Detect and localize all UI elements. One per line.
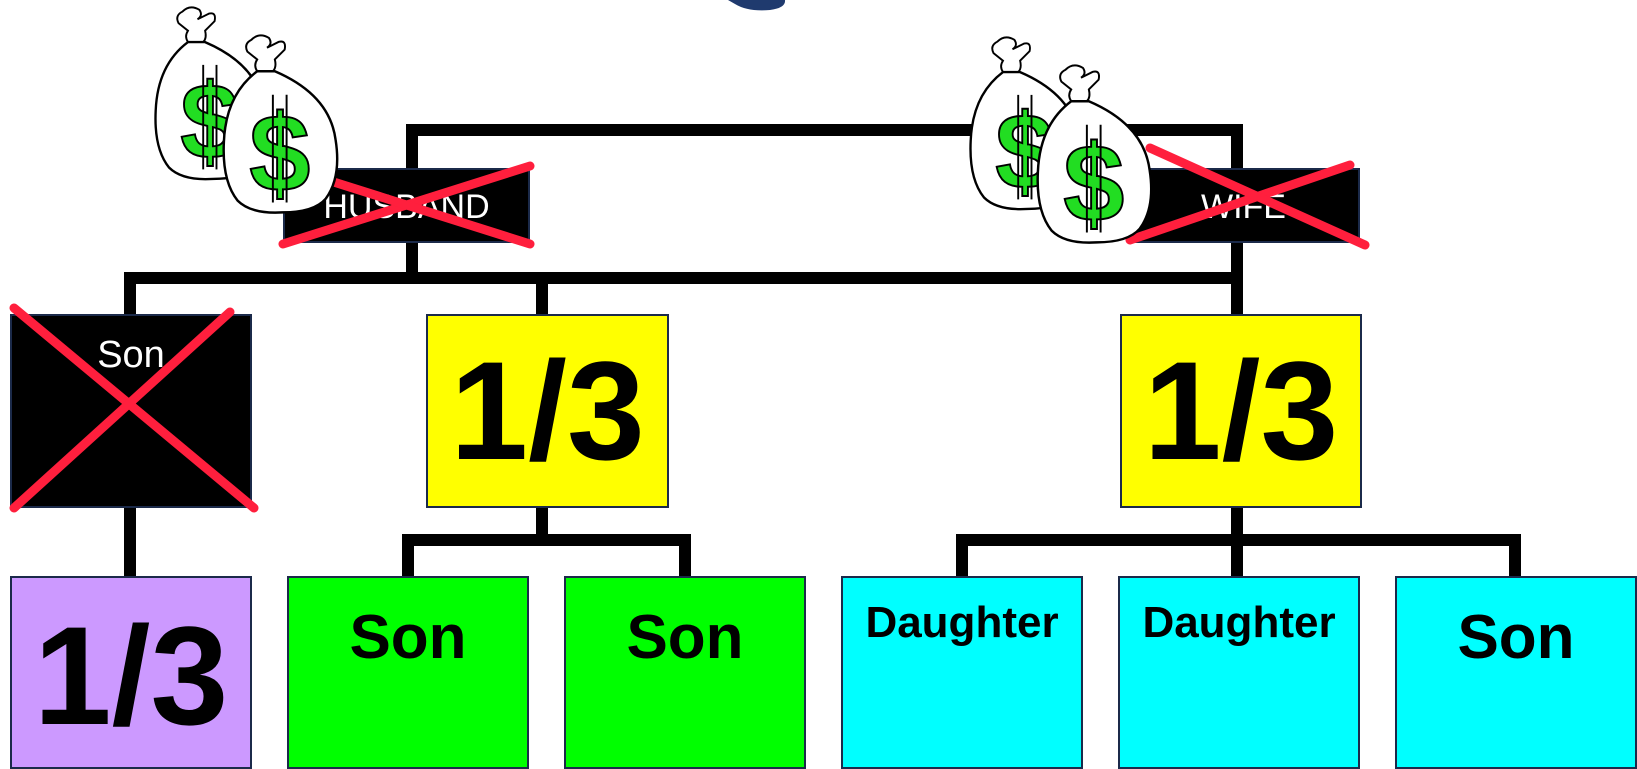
money-bag-icon	[224, 35, 338, 214]
